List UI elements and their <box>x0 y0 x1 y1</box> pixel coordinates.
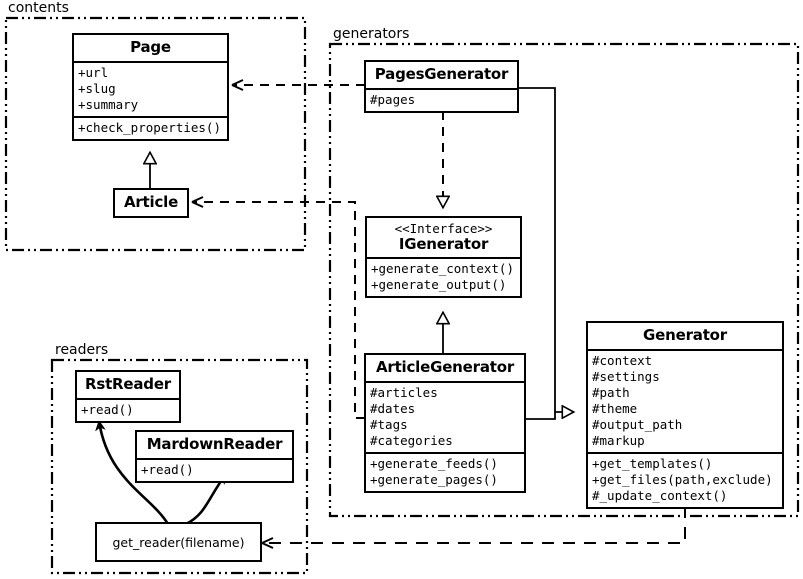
function-box-get-reader[interactable]: get_reader(filename) <box>95 522 262 562</box>
class-operations-markdown-reader: +read() <box>137 458 292 481</box>
class-title-page: Page <box>130 38 171 56</box>
class-title-markdown-reader: MardownReader <box>146 435 283 453</box>
package-label-contents: contents <box>6 0 71 16</box>
attribute-row: +url <box>78 65 109 80</box>
class-box-article[interactable]: Article <box>113 188 189 218</box>
class-operations-rst-reader: +read() <box>77 398 179 421</box>
attribute-row: +summary <box>78 97 139 112</box>
attribute-row: #articles <box>370 385 438 400</box>
operation-row: +read() <box>141 462 194 477</box>
class-attributes-page: +url +slug +summary <box>74 61 227 116</box>
operation-row: +read() <box>81 402 134 417</box>
attribute-row: #theme <box>592 401 638 416</box>
class-box-rst-reader[interactable]: RstReader +read() <box>75 370 181 423</box>
package-label-generators: generators <box>331 26 412 42</box>
operation-row: +get_templates() <box>592 456 713 471</box>
line-generator-to-get-reader <box>261 506 686 549</box>
attribute-row: #markup <box>592 433 645 448</box>
line-articlegenerator-to-generator <box>526 412 556 420</box>
attribute-row: #context <box>592 353 653 368</box>
class-header-igenerator: <<Interface>> IGenerator <box>367 218 520 257</box>
class-title-igenerator: IGenerator <box>398 235 489 253</box>
package-label-readers: readers <box>53 342 111 358</box>
class-operations-generator: +get_templates() +get_files(path,exclude… <box>588 452 782 507</box>
class-box-pages-generator[interactable]: PagesGenerator #pages <box>364 60 519 113</box>
attribute-row: #categories <box>370 433 453 448</box>
class-box-igenerator[interactable]: <<Interface>> IGenerator +generate_conte… <box>365 216 522 298</box>
class-attributes-generator: #context #settings #path #theme #output_… <box>588 349 782 452</box>
class-attributes-pages-generator: #pages <box>366 88 517 111</box>
class-box-generator[interactable]: Generator #context #settings #path #them… <box>586 321 784 509</box>
attribute-row: #output_path <box>592 417 683 432</box>
class-title-rst-reader: RstReader <box>84 375 171 393</box>
class-title-article: Article <box>123 193 179 211</box>
attribute-row: +slug <box>78 81 116 96</box>
class-title-article-generator: ArticleGenerator <box>375 358 515 376</box>
class-box-article-generator[interactable]: ArticleGenerator #articles #dates #tags … <box>364 353 526 493</box>
operation-row: +generate_pages() <box>370 472 498 487</box>
function-label-get-reader: get_reader(filename) <box>112 534 245 550</box>
attribute-row: #path <box>592 385 630 400</box>
line-pagesgenerator-to-generator <box>519 87 574 412</box>
class-box-page[interactable]: Page +url +slug +summary +check_properti… <box>72 33 229 141</box>
class-operations-page: +check_properties() <box>74 116 227 139</box>
operation-row: +generate_output() <box>371 277 507 292</box>
class-title-pages-generator: PagesGenerator <box>374 65 509 83</box>
operation-row: +generate_feeds() <box>370 456 498 471</box>
attribute-row: #dates <box>370 401 416 416</box>
operation-row: +get_files(path,exclude) <box>592 472 773 487</box>
class-attributes-article-generator: #articles #dates #tags #categories <box>366 381 524 452</box>
attribute-row: #settings <box>592 369 660 384</box>
class-operations-article-generator: +generate_feeds() +generate_pages() <box>366 452 524 491</box>
class-operations-igenerator: +generate_context() +generate_output() <box>367 257 520 296</box>
class-stereotype-igenerator: <<Interface>> <box>394 221 493 236</box>
operation-row: #_update_context() <box>592 488 728 503</box>
class-box-markdown-reader[interactable]: MardownReader +read() <box>135 430 294 483</box>
operation-row: +check_properties() <box>78 120 221 135</box>
class-title-generator: Generator <box>643 326 727 344</box>
operation-row: +generate_context() <box>371 261 514 276</box>
attribute-row: #tags <box>370 417 408 432</box>
line-articlegenerator-to-article <box>191 196 365 419</box>
attribute-row: #pages <box>370 92 416 107</box>
